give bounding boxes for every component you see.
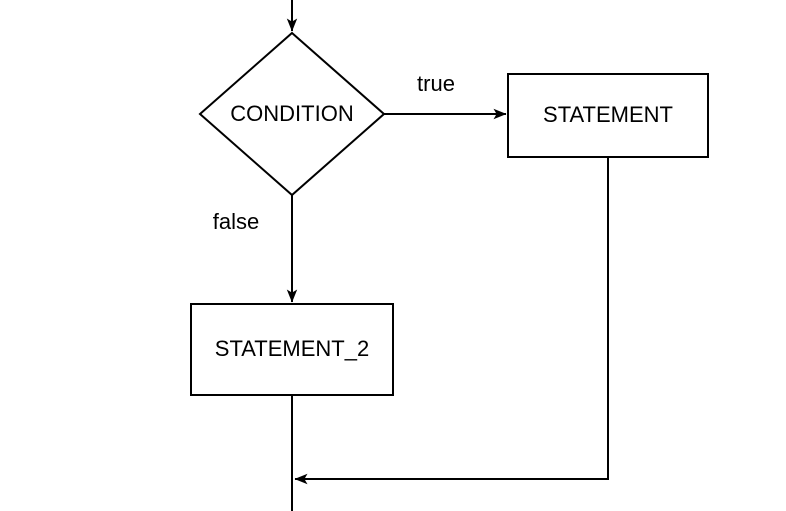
statement2-box xyxy=(190,303,394,396)
statement-box xyxy=(507,73,709,158)
statement-return-arrow xyxy=(294,157,609,485)
statement-node-label: STATEMENT xyxy=(543,102,673,128)
statement2-node-label: STATEMENT_2 xyxy=(214,336,370,362)
condition-node-label: CONDITION xyxy=(230,100,354,126)
false-edge-label: false xyxy=(212,208,260,234)
true-edge-label: true xyxy=(417,70,455,96)
